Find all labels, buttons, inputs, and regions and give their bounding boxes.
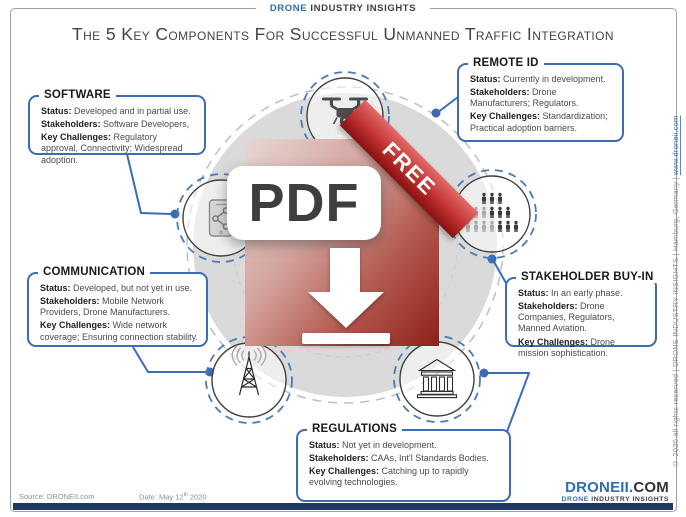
date-note: Date: May 12th 2020 — [139, 491, 207, 502]
source-note: Source: DRONEII.com — [19, 492, 95, 501]
connector-lines — [126, 96, 530, 438]
copyright-text: © 2020 all rights reserved | DRONE INDUS… — [671, 175, 680, 469]
communication-stakeholders: Stakeholders: Mobile Network Providers, … — [40, 296, 171, 318]
droneii-link[interactable]: www.droneii.com — [671, 115, 680, 176]
remote-id-title: REMOTE ID — [468, 57, 544, 69]
connector-communication — [132, 346, 206, 373]
connector-dots — [170, 108, 497, 378]
pdf-badge-label: PDF — [248, 173, 360, 233]
remote-id-status: Status: Currently in development. — [470, 74, 606, 84]
stakeholder-buyin-status: Status: In an early phase. — [518, 288, 623, 298]
page-title: The 5 Key Components For Successful Unma… — [72, 24, 614, 44]
masthead-brand: DRONE INDUSTRY INSIGHTS — [255, 3, 431, 14]
logo-tagline: DRONE INDUSTRY INSIGHTS — [561, 496, 669, 504]
software-challenges: Key Challenges: Regulatory approval, Con… — [41, 132, 183, 165]
regulations-title: REGULATIONS — [307, 423, 403, 435]
connector-regulations — [487, 372, 530, 438]
connector-software — [126, 153, 172, 215]
brand-word-rest: INDUSTRY INSIGHTS — [307, 3, 417, 14]
stakeholder-buyin-callout: STAKEHOLDER BUY-IN Status: In an early p… — [505, 271, 659, 358]
brand-word-drone: DRONE — [269, 3, 308, 14]
regulations-callout: REGULATIONS Status: Not yet in developme… — [296, 423, 511, 502]
copyright-sidebar: © 2020 all rights reserved | DRONE INDUS… — [671, 48, 680, 468]
software-status: Status: Developed and in partial use. — [41, 106, 191, 116]
software-title: SOFTWARE — [39, 89, 116, 101]
bottom-accent-bar — [13, 503, 673, 510]
download-arrow-icon — [302, 248, 390, 344]
logo-wordmark: DRONEII.COM — [565, 479, 669, 497]
connector-stakeholder — [492, 259, 507, 284]
stakeholder-buyin-challenges: Key Challenges: Drone mission sophistica… — [518, 336, 616, 358]
connector-remote-id — [436, 96, 459, 114]
regulations-node — [393, 335, 481, 423]
government-building-icon — [416, 358, 458, 399]
communication-challenges: Key Challenges: Wide network coverage; E… — [40, 320, 198, 342]
droneii-logo[interactable]: DRONEII.COM DRONE INDUSTRY INSIGHTS — [562, 480, 669, 504]
stakeholder-buyin-stakeholders: Stakeholders: Drone Companies, Regulator… — [518, 301, 615, 334]
communication-status: Status: Developed, but not yet in use. — [40, 283, 193, 293]
connector-dot — [487, 254, 497, 264]
remote-id-stakeholders: Stakeholders: Drone Manufacturers; Regul… — [470, 87, 579, 109]
connector-dot — [431, 108, 441, 118]
communication-callout: COMMUNICATION Status: Developed, but not… — [27, 266, 208, 347]
radio-tower-icon — [231, 345, 267, 396]
remote-id-callout: REMOTE ID Status: Currently in developme… — [457, 57, 624, 142]
connector-dot — [479, 368, 489, 378]
pdf-badge: PDF — [227, 166, 381, 240]
regulations-status: Status: Not yet in development. — [309, 440, 437, 450]
regulations-challenges: Key Challenges: Catching up to rapidly e… — [309, 466, 469, 488]
remote-id-challenges: Key Challenges: Standardization; Practic… — [470, 111, 608, 133]
communication-title: COMMUNICATION — [38, 266, 151, 278]
software-callout: SOFTWARE Status: Developed and in partia… — [28, 89, 206, 165]
regulations-stakeholders: Stakeholders: CAAs, Int'l Standards Bodi… — [309, 453, 489, 464]
software-stakeholders: Stakeholders: Software Developers, — [41, 119, 190, 130]
stakeholder-buyin-title: STAKEHOLDER BUY-IN — [516, 271, 659, 283]
